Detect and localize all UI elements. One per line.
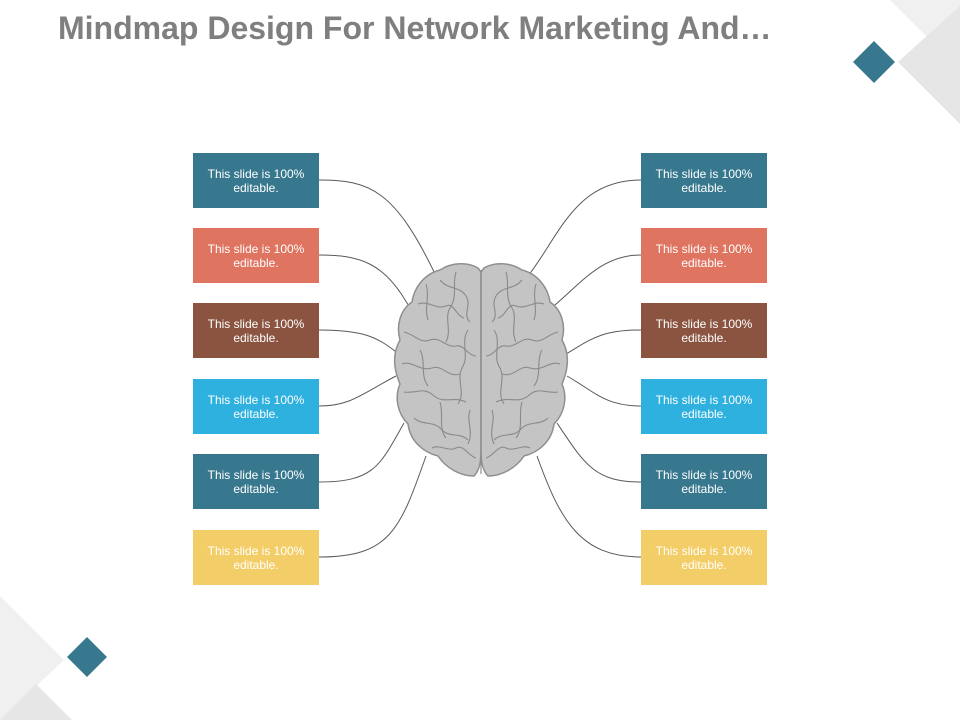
connector-left-5 — [318, 422, 405, 483]
left-box-1: This slide is 100% editable. — [193, 153, 319, 208]
right-box-4-text: This slide is 100% editable. — [655, 392, 753, 421]
connector-right-6 — [536, 455, 642, 558]
connector-left-3 — [318, 329, 400, 355]
connector-left-2 — [318, 254, 412, 311]
connector-left-4 — [318, 375, 397, 407]
right-box-6: This slide is 100% editable. — [641, 530, 767, 585]
bottom-left-triangle — [0, 596, 64, 720]
brain-right-hemisphere — [480, 263, 568, 477]
left-box-6: This slide is 100% editable. — [193, 530, 319, 585]
left-box-6-text: This slide is 100% editable. — [207, 543, 305, 572]
connector-right-2 — [548, 254, 642, 311]
connector-right-4 — [566, 375, 642, 407]
left-box-1-text: This slide is 100% editable. — [207, 166, 305, 195]
right-box-3-text: This slide is 100% editable. — [655, 316, 753, 345]
left-box-2: This slide is 100% editable. — [193, 228, 319, 283]
bottom-left-gray-triangle — [0, 684, 72, 720]
left-box-2-text: This slide is 100% editable. — [207, 241, 305, 270]
left-box-5: This slide is 100% editable. — [193, 454, 319, 509]
right-box-4: This slide is 100% editable. — [641, 379, 767, 434]
right-box-3: This slide is 100% editable. — [641, 303, 767, 358]
connector-right-1 — [527, 179, 642, 277]
connector-left-1 — [318, 179, 437, 277]
left-box-5-text: This slide is 100% editable. — [207, 467, 305, 496]
right-box-1: This slide is 100% editable. — [641, 153, 767, 208]
left-box-3-text: This slide is 100% editable. — [207, 316, 305, 345]
right-box-6-text: This slide is 100% editable. — [655, 543, 753, 572]
brain-left-hemisphere — [394, 263, 482, 477]
right-box-5-text: This slide is 100% editable. — [655, 467, 753, 496]
right-box-2: This slide is 100% editable. — [641, 228, 767, 283]
connector-left-6 — [318, 455, 427, 558]
right-box-2-text: This slide is 100% editable. — [655, 241, 753, 270]
page-title: Mindmap Design For Network Marketing And… — [58, 10, 772, 46]
connector-right-5 — [556, 422, 642, 483]
connector-right-3 — [565, 329, 642, 355]
bottom-left-teal-diamond — [67, 637, 107, 677]
left-box-3: This slide is 100% editable. — [193, 303, 319, 358]
top-right-gray-diamond — [898, 6, 960, 124]
right-box-5: This slide is 100% editable. — [641, 454, 767, 509]
top-right-teal-diamond — [853, 41, 895, 83]
right-box-1-text: This slide is 100% editable. — [655, 166, 753, 195]
left-box-4-text: This slide is 100% editable. — [207, 392, 305, 421]
left-box-4: This slide is 100% editable. — [193, 379, 319, 434]
